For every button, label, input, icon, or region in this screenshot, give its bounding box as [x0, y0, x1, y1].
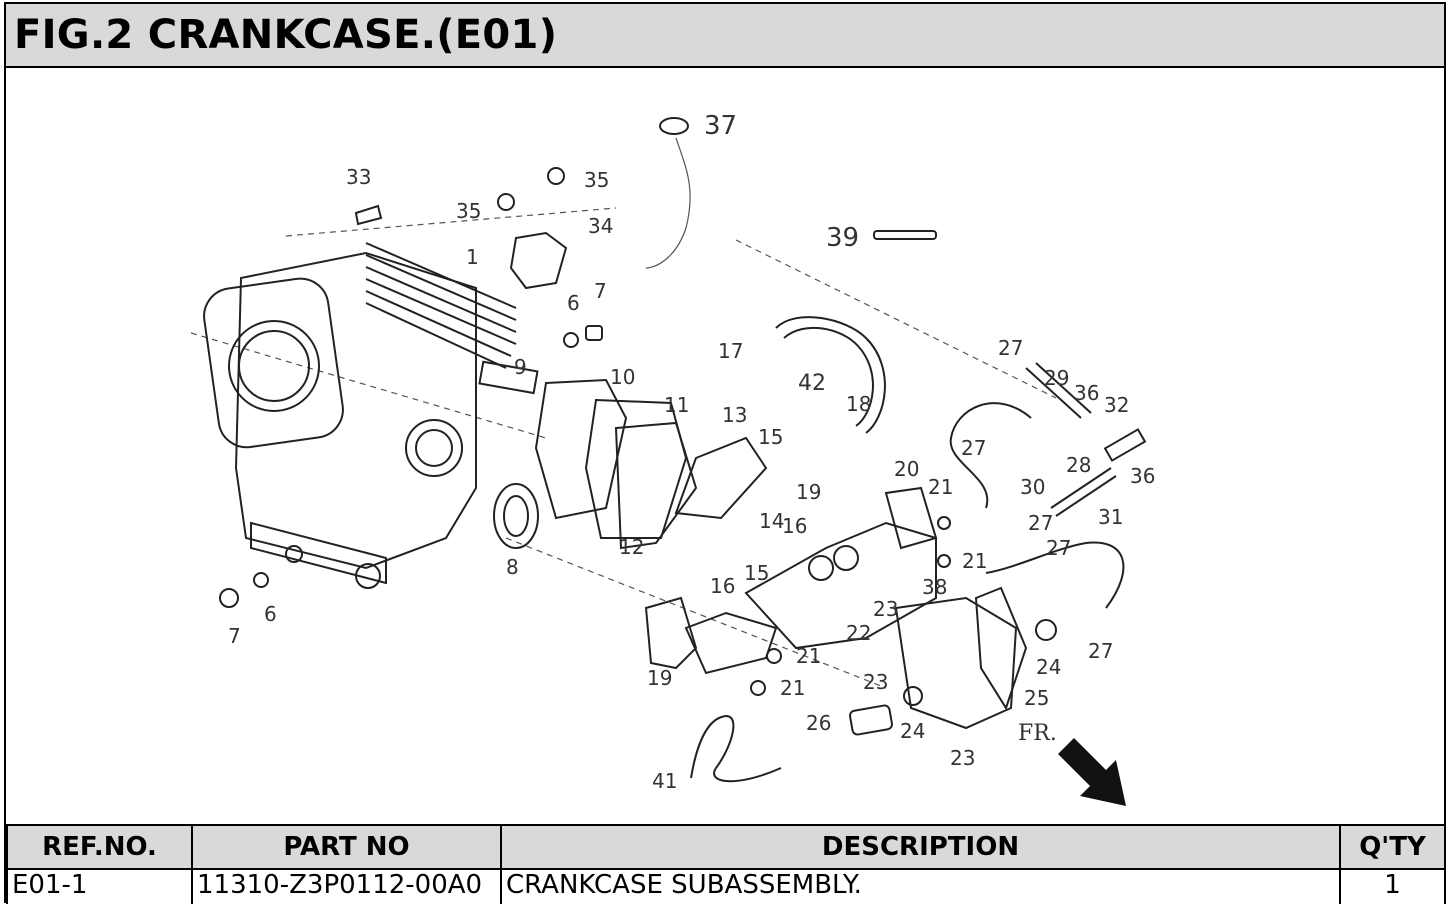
callout: 9	[514, 355, 527, 379]
cell-ref-no: E01-1	[6, 869, 193, 904]
callout: 7	[594, 279, 607, 303]
callout: 10	[610, 365, 635, 389]
callout: 28	[1066, 453, 1091, 477]
exploded-parts-diagram: FR. 1 6 7 6 7 8 9 10 11 12 13 14 15 15 1…	[6, 68, 1444, 824]
callout: 13	[722, 403, 747, 427]
header-qty: Q'TY	[1339, 824, 1446, 870]
callout: 34	[588, 214, 613, 238]
cover-plate	[894, 586, 1028, 730]
callout: 8	[506, 555, 519, 579]
front-label: FR.	[1018, 721, 1057, 746]
callout: 14	[759, 509, 784, 533]
callout: 30	[1020, 475, 1045, 499]
cell-description: CRANKCASE SUBASSEMBLY.	[500, 869, 1341, 904]
callout: 24	[900, 719, 925, 743]
bracket	[674, 436, 768, 520]
diagram-drawing: FR. 1 6 7 6 7 8 9 10 11 12 13 14 15 15 1…	[190, 111, 1155, 806]
callout: 6	[264, 602, 277, 626]
callout: 15	[758, 425, 783, 449]
title-bar: FIG.2 CRANKCASE.(E01)	[6, 4, 1444, 68]
callout: 16	[710, 574, 735, 598]
callout: 22	[846, 621, 871, 645]
callout: 41	[652, 769, 677, 793]
callout: 25	[1024, 686, 1049, 710]
callout: 33	[346, 165, 371, 189]
front-arrow: FR.	[1018, 721, 1126, 806]
callout: 27	[1046, 536, 1071, 560]
callout: 36	[1074, 381, 1099, 405]
callout-labels: 1 6 7 6 7 8 9 10 11 12 13 14 15 15 16 16…	[228, 111, 1155, 793]
callout: 35	[584, 168, 609, 192]
callout: 27	[998, 336, 1023, 360]
callout: 6	[567, 291, 580, 315]
breather-hoses	[690, 316, 1125, 783]
parts-table: REF.NO. PART NO DESCRIPTION Q'TY E01-1 1…	[6, 824, 1446, 904]
callout: 15	[744, 561, 769, 585]
header-part-no: PART NO	[191, 824, 502, 870]
callout: 42	[798, 371, 826, 396]
callout: 39	[826, 223, 859, 253]
callout: 23	[873, 597, 898, 621]
callout: 21	[928, 475, 953, 499]
callout: 18	[846, 392, 871, 416]
callout: 21	[780, 676, 805, 700]
gasket-plates	[534, 378, 698, 550]
callout: 7	[228, 624, 241, 648]
callout: 31	[1098, 505, 1123, 529]
callout: 1	[466, 245, 479, 269]
callout: 27	[961, 436, 986, 460]
header-description: DESCRIPTION	[500, 824, 1341, 870]
callout: 29	[1044, 366, 1069, 390]
callout: 21	[796, 644, 821, 668]
callout: 37	[704, 111, 737, 141]
intake-manifold	[744, 486, 938, 650]
callout: 38	[922, 575, 947, 599]
callout: 23	[950, 746, 975, 770]
callout: 12	[619, 535, 644, 559]
callout: 21	[962, 549, 987, 573]
table-header-row: REF.NO. PART NO DESCRIPTION Q'TY	[6, 824, 1446, 870]
callout: 26	[806, 711, 831, 735]
callout: 36	[1130, 464, 1155, 488]
alignment-lines	[190, 207, 1057, 689]
callout: 27	[1088, 639, 1113, 663]
header-ref-no: REF.NO.	[6, 824, 193, 870]
oil-seal	[493, 483, 539, 549]
callout: 24	[1036, 655, 1061, 679]
cell-part-no: 11310-Z3P0112-00A0	[191, 869, 502, 904]
callout: 32	[1104, 393, 1129, 417]
callout: 17	[718, 339, 743, 363]
page-frame	[4, 2, 1446, 903]
page-title: FIG.2 CRANKCASE.(E01)	[14, 12, 558, 58]
cell-qty: 1	[1339, 869, 1446, 904]
lower-manifold	[644, 596, 778, 675]
callout: 27	[1028, 511, 1053, 535]
callout: 19	[796, 480, 821, 504]
table-row: E01-1 11310-Z3P0112-00A0 CRANKCASE SUBAS…	[6, 869, 1446, 904]
callout: 20	[894, 457, 919, 481]
callout: 16	[782, 514, 807, 538]
callout: 19	[647, 666, 672, 690]
callout: 11	[664, 393, 689, 417]
crankcase-block	[203, 242, 517, 589]
small-parts	[219, 117, 1147, 736]
callout: 23	[863, 670, 888, 694]
callout: 35	[456, 199, 481, 223]
